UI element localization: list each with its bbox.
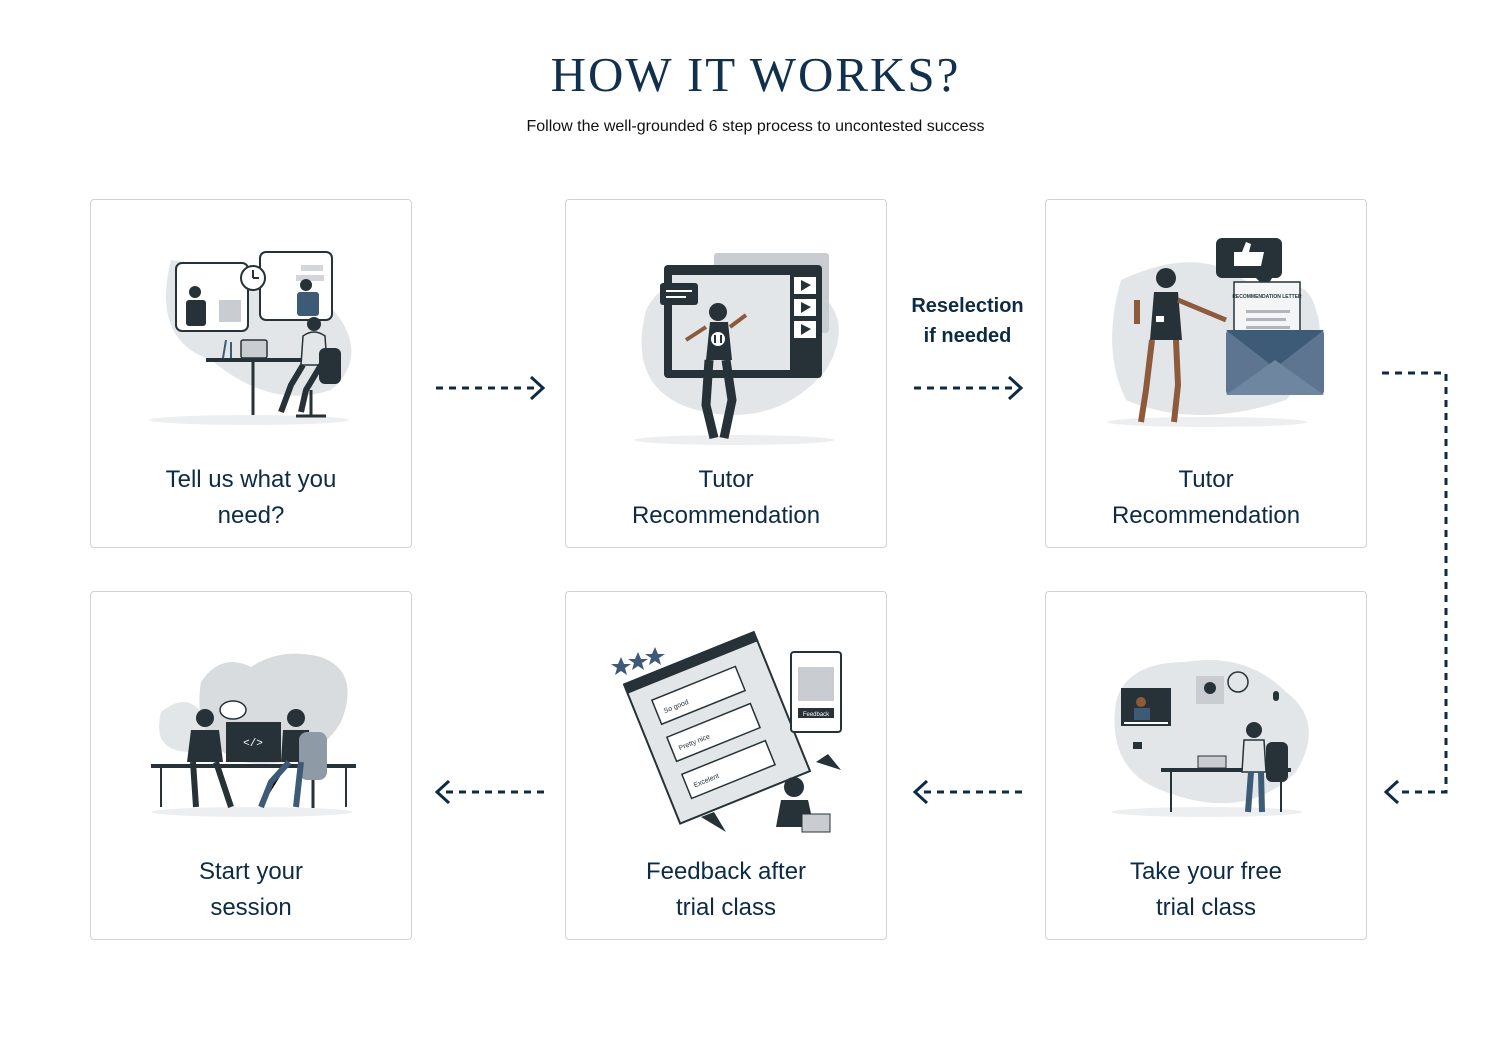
reselection-line2: if needed [895, 321, 1040, 351]
step-card-tell-us[interactable]: Tell us what you need? [90, 199, 412, 548]
connector-down-left-icon [1380, 365, 1452, 810]
reselection-line1: Reselection [895, 291, 1040, 321]
step-label: Start your session [101, 854, 401, 926]
feedback-tag-text: Feedback [803, 712, 830, 718]
video-tutor-illustration [606, 230, 848, 450]
recommendation-letter-illustration: RECOMMENDATION LETTER [1086, 230, 1328, 450]
arrow-left-icon [432, 778, 546, 806]
step-label-line1: Take your free [1056, 854, 1356, 890]
recommendation-letter-text: RECOMMENDATION LETTER [1232, 294, 1302, 300]
step-label-line2: trial class [1056, 890, 1356, 926]
step-label-line1: Feedback after [576, 854, 876, 890]
step-label: Tutor Recommendation [576, 462, 876, 534]
step-label-line2: Recommendation [1056, 498, 1356, 534]
step-label-line1: Tutor [1056, 462, 1356, 498]
arrow-right-icon [434, 374, 548, 402]
step-label: Feedback after trial class [576, 854, 876, 926]
step-label-line1: Start your [101, 854, 401, 890]
step-label-line1: Tutor [576, 462, 876, 498]
step-label: Tutor Recommendation [1056, 462, 1356, 534]
step-label: Take your free trial class [1056, 854, 1356, 926]
page-title: HOW IT WORKS? [0, 46, 1511, 103]
code-tag-text: </> [243, 738, 263, 750]
step-card-feedback[interactable]: So good Pretty nice Excelent Feedback Fe… [565, 591, 887, 940]
step-card-start-session[interactable]: </> Start your session [90, 591, 412, 940]
reselection-note: Reselection if needed [895, 291, 1040, 351]
online-trial-class-illustration [1086, 622, 1328, 842]
arrow-left-icon [910, 778, 1024, 806]
step-label-line2: need? [101, 498, 401, 534]
remote-meeting-illustration [131, 230, 373, 450]
feedback-reviews-illustration: So good Pretty nice Excelent Feedback [606, 622, 848, 842]
arrow-right-icon [912, 374, 1026, 402]
step-label-line2: trial class [576, 890, 876, 926]
step-card-free-trial[interactable]: Take your free trial class [1045, 591, 1367, 940]
step-label: Tell us what you need? [101, 462, 401, 534]
step-card-tutor-recommendation-1[interactable]: Tutor Recommendation [565, 199, 887, 548]
coding-session-illustration: </> [131, 622, 373, 842]
page-subtitle: Follow the well-grounded 6 step process … [0, 118, 1511, 136]
step-label-line2: Recommendation [576, 498, 876, 534]
step-card-tutor-recommendation-2[interactable]: RECOMMENDATION LETTER Tutor Recommendati… [1045, 199, 1367, 548]
step-label-line2: session [101, 890, 401, 926]
step-label-line1: Tell us what you [101, 462, 401, 498]
